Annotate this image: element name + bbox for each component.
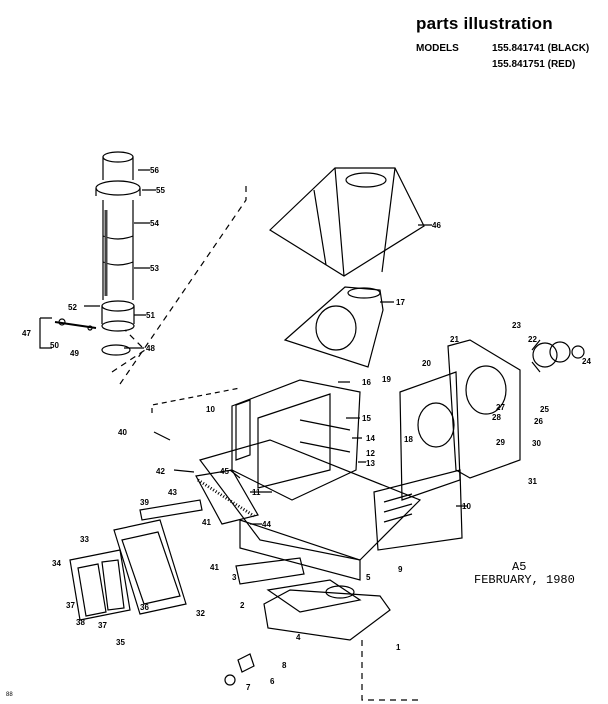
part-label-5: 5 xyxy=(366,573,371,582)
part-label-34: 34 xyxy=(52,559,61,568)
part-label-25: 25 xyxy=(540,405,549,414)
part-label-44: 44 xyxy=(262,520,271,529)
firebrick-panel xyxy=(195,469,259,525)
part-label-41: 41 xyxy=(210,563,219,572)
part-label-37: 37 xyxy=(66,601,75,610)
part-label-15: 15 xyxy=(362,414,371,423)
part-label-45: 45 xyxy=(220,467,229,476)
part-label-11: 11 xyxy=(252,488,261,497)
publication-date: FEBRUARY, 1980 xyxy=(474,573,575,587)
part-label-40: 40 xyxy=(118,428,127,437)
part-number-labels: 5655545352514750494846171615141312111010… xyxy=(22,166,591,692)
part-label-6: 6 xyxy=(270,677,275,686)
diagram-title: parts illustration xyxy=(416,14,553,33)
part-label-3: 3 xyxy=(232,573,237,582)
stove-base xyxy=(224,557,391,686)
part-label-16: 16 xyxy=(362,378,371,387)
part-label-47: 47 xyxy=(22,329,31,338)
part-label-24: 24 xyxy=(582,357,591,366)
model-number-red: 155.841751 (RED) xyxy=(492,59,576,70)
part-label-37: 37 xyxy=(98,621,107,630)
part-label-46: 46 xyxy=(432,221,441,230)
part-label-50: 50 xyxy=(50,341,59,350)
page-number: A5 xyxy=(512,560,527,574)
part-label-33: 33 xyxy=(80,535,89,544)
inner-hood xyxy=(283,286,384,368)
part-label-19: 19 xyxy=(382,375,391,384)
part-label-2: 2 xyxy=(240,601,245,610)
part-label-12: 12 xyxy=(366,449,375,458)
side-panels xyxy=(373,339,521,551)
part-label-22: 22 xyxy=(528,335,537,344)
models-label: MODELS xyxy=(416,43,459,54)
blower-assembly xyxy=(531,339,585,373)
part-label-36: 36 xyxy=(140,603,149,612)
part-label-7: 7 xyxy=(246,683,251,692)
part-label-49: 49 xyxy=(70,349,79,358)
part-label-31: 31 xyxy=(528,477,537,486)
part-label-10: 10 xyxy=(206,405,215,414)
part-label-20: 20 xyxy=(422,359,431,368)
part-label-38: 38 xyxy=(76,618,85,627)
part-label-29: 29 xyxy=(496,438,505,447)
part-label-56: 56 xyxy=(150,166,159,175)
part-label-14: 14 xyxy=(366,434,375,443)
part-label-41: 41 xyxy=(202,518,211,527)
part-label-13: 13 xyxy=(366,459,375,468)
door-assembly xyxy=(69,499,203,621)
part-label-10: 10 xyxy=(462,502,471,511)
part-label-8: 8 xyxy=(282,661,287,670)
part-label-27: 27 xyxy=(496,403,505,412)
part-label-39: 39 xyxy=(140,498,149,507)
firebox-body xyxy=(198,379,422,581)
model-number-black: 155.841741 (BLACK) xyxy=(492,43,590,54)
part-label-48: 48 xyxy=(146,344,155,353)
part-label-18: 18 xyxy=(404,435,413,444)
part-label-42: 42 xyxy=(156,467,165,476)
part-label-17: 17 xyxy=(396,298,405,307)
part-label-53: 53 xyxy=(150,264,159,273)
part-label-43: 43 xyxy=(168,488,177,497)
part-label-9: 9 xyxy=(398,565,403,574)
part-label-52: 52 xyxy=(68,303,77,312)
part-label-21: 21 xyxy=(450,335,459,344)
damper-parts xyxy=(39,317,131,356)
part-label-54: 54 xyxy=(150,219,159,228)
corner-mark: 88 xyxy=(6,692,13,698)
part-label-1: 1 xyxy=(396,643,401,652)
part-label-55: 55 xyxy=(156,186,165,195)
part-label-32: 32 xyxy=(196,609,205,618)
top-hood xyxy=(269,167,425,277)
chimney-pipe xyxy=(95,151,141,332)
part-label-28: 28 xyxy=(492,413,501,422)
part-label-35: 35 xyxy=(116,638,125,647)
part-label-23: 23 xyxy=(512,321,521,330)
part-label-26: 26 xyxy=(534,417,543,426)
part-label-30: 30 xyxy=(532,439,541,448)
part-label-4: 4 xyxy=(296,633,301,642)
part-label-51: 51 xyxy=(146,311,155,320)
